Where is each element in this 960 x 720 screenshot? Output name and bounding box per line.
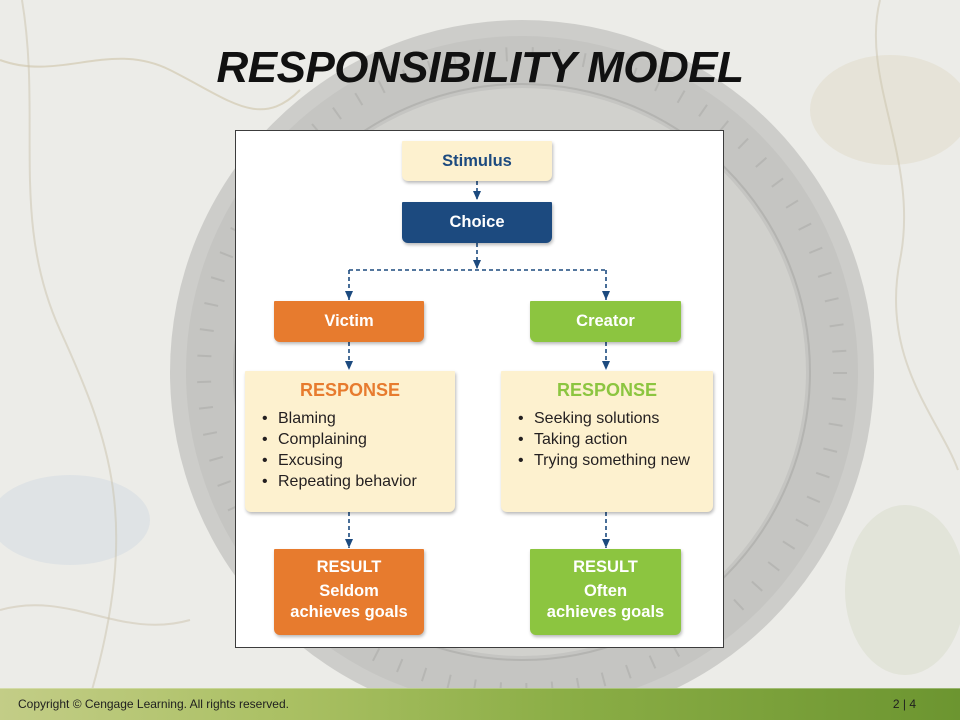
map-road-line xyxy=(21,0,118,691)
list-item: Excusing xyxy=(245,450,455,471)
victim-box: Victim xyxy=(274,301,424,342)
creator-result-heading: RESULT xyxy=(573,558,638,576)
creator-result-line: Often xyxy=(583,582,628,600)
map-road-line xyxy=(875,0,959,471)
creator-result-line: achieves goals xyxy=(546,603,665,621)
creator-result-box: RESULT Often achieves goals xyxy=(530,549,681,635)
victim-result-line: achieves goals xyxy=(290,603,408,621)
list-item: Trying something new xyxy=(501,450,713,471)
victim-result-line: Seldom xyxy=(319,582,379,600)
compass-inner-rim xyxy=(233,83,811,661)
list-item: Complaining xyxy=(245,429,455,450)
victim-label: Victim xyxy=(324,312,374,330)
map-road-line xyxy=(0,57,301,111)
list-item: Taking action xyxy=(501,429,713,450)
list-item: Seeking solutions xyxy=(501,408,713,429)
creator-response-box: RESPONSE Seeking solutions Taking action… xyxy=(501,371,713,512)
list-item: Blaming xyxy=(245,408,455,429)
map-field-shape xyxy=(845,505,960,675)
responsibility-model-diagram: Stimulus Choice Victim Creator RESPONSE … xyxy=(235,130,724,648)
choice-box: Choice xyxy=(402,202,552,243)
choice-label: Choice xyxy=(449,213,505,231)
copyright-notice: Copyright © Cengage Learning. All rights… xyxy=(18,697,289,711)
creator-box: Creator xyxy=(530,301,681,342)
creator-response-heading: RESPONSE xyxy=(556,380,658,400)
diagram-connectors xyxy=(345,181,610,548)
map-lake-shape xyxy=(0,475,150,565)
stimulus-label: Stimulus xyxy=(442,151,512,170)
creator-label: Creator xyxy=(576,312,635,330)
creator-response-list: Seeking solutions Taking action Trying s… xyxy=(501,408,713,471)
victim-response-heading: RESPONSE xyxy=(299,380,401,400)
list-item: Repeating behavior xyxy=(245,471,455,492)
map-field-shape xyxy=(810,55,960,165)
page-number: 2 | 4 xyxy=(892,697,916,711)
victim-response-list: Blaming Complaining Excusing Repeating b… xyxy=(245,408,455,492)
slide-title: RESPONSIBILITY MODEL xyxy=(216,43,744,92)
map-road-line xyxy=(0,604,191,626)
stimulus-box: Stimulus xyxy=(402,141,552,181)
compass-tick-marks xyxy=(197,47,847,697)
footer-bar: Copyright © Cengage Learning. All rights… xyxy=(0,688,960,720)
victim-response-box: RESPONSE Blaming Complaining Excusing Re… xyxy=(245,371,455,512)
victim-result-box: RESULT Seldom achieves goals xyxy=(274,549,424,635)
victim-result-heading: RESULT xyxy=(316,558,382,576)
